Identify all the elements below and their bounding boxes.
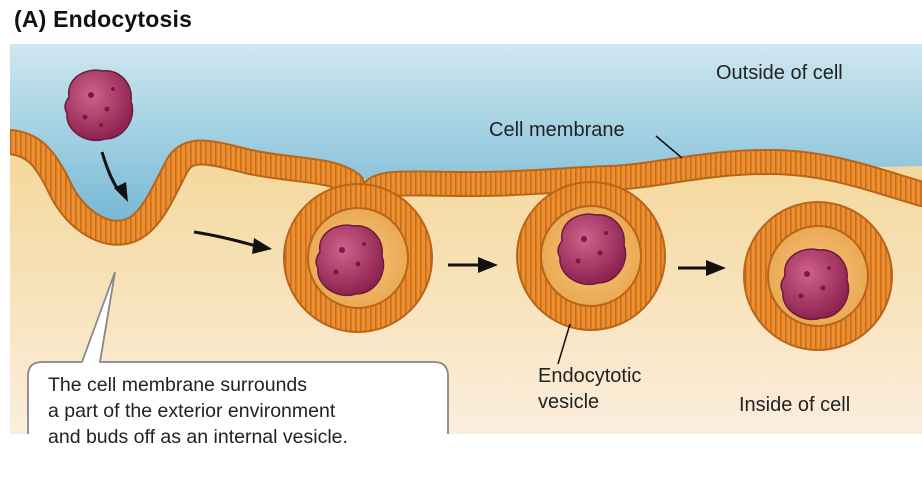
callout-line: a part of the exterior environment bbox=[48, 400, 336, 422]
callout-text: The cell membrane surrounds a part of th… bbox=[48, 372, 348, 450]
step-arrows bbox=[100, 151, 726, 276]
inside-cell-label: Inside of cell bbox=[739, 394, 851, 416]
internal-vesicle bbox=[743, 201, 893, 351]
membrane-leader-line bbox=[655, 135, 683, 159]
callout-line: and buds off as an internal vesicle. bbox=[48, 426, 348, 448]
callout-bubble bbox=[27, 271, 449, 434]
figure-title: (A) Endocytosis bbox=[14, 6, 193, 32]
cell-membrane-label: Cell membrane bbox=[489, 119, 625, 141]
particle-in-budding-vesicle bbox=[315, 224, 385, 297]
vesicle-leader-line bbox=[557, 323, 571, 365]
diagram-canvas bbox=[10, 44, 922, 434]
particle-outside bbox=[64, 69, 134, 142]
arrow-to-budding-head bbox=[252, 238, 272, 254]
particle-in-internal-vesicle bbox=[780, 248, 850, 321]
endocytotic-vesicle-label-line1: Endocytotic bbox=[538, 365, 642, 387]
outside-cell-label: Outside of cell bbox=[716, 62, 843, 84]
arrow-to-internal-head bbox=[706, 260, 726, 276]
arrow-to-budding bbox=[193, 230, 257, 248]
arrow-to-vesicle-head bbox=[478, 257, 498, 273]
arrow-into-dip-head bbox=[114, 182, 128, 202]
callout-line: The cell membrane surrounds bbox=[48, 374, 308, 396]
outside-fluid-pocket bbox=[10, 44, 922, 235]
endocytotic-vesicle-label-line2: vesicle bbox=[538, 391, 600, 413]
particle-in-endocytotic-vesicle bbox=[557, 213, 627, 286]
